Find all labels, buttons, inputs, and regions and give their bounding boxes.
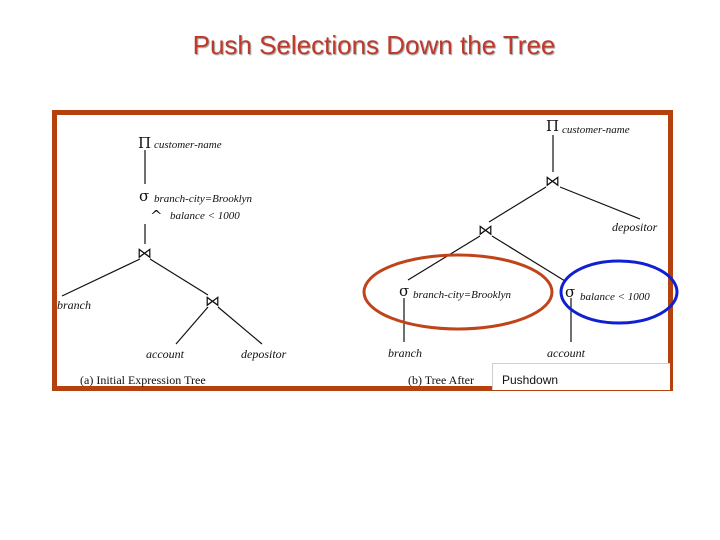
right-edge-join-depositor — [559, 186, 641, 220]
right-leaf-depositor: depositor — [612, 220, 658, 234]
left-edge-join-join2 — [149, 258, 209, 296]
right-leaf-branch: branch — [388, 346, 422, 360]
highlight-blue-ellipse — [559, 259, 679, 325]
left-project-attr: customer-name — [154, 139, 222, 151]
left-select-cond-1: branch-city=Brooklyn — [154, 193, 253, 205]
left-leaf-branch: branch — [57, 298, 91, 312]
right-project-attr: customer-name — [562, 124, 630, 136]
highlight-red-ellipse — [362, 253, 554, 331]
left-select-symbol: σ — [139, 187, 149, 205]
left-join-1-symbol: ⋈ — [137, 244, 152, 262]
right-edge-join2-select-balance — [491, 235, 566, 282]
left-caption: (a) Initial Expression Tree — [80, 373, 206, 387]
left-and-symbol: ^ — [150, 207, 163, 225]
right-select-branch-cond: branch-city=Brooklyn — [413, 289, 512, 301]
right-project-symbol: Π — [546, 117, 559, 135]
right-caption: (b) Tree After — [408, 373, 474, 387]
right-select-branch-symbol: σ — [399, 282, 409, 300]
left-join-2-symbol: ⋈ — [205, 292, 220, 310]
diagram-frame — [52, 110, 673, 391]
left-select-cond-2: balance < 1000 — [170, 210, 240, 222]
right-join-1-symbol: ⋈ — [545, 172, 560, 190]
right-join-2-symbol: ⋈ — [478, 221, 493, 239]
right-leaf-account: account — [547, 346, 586, 360]
slide-title: Push Selections Down the Tree — [192, 30, 556, 60]
pushdown-label-box — [492, 363, 670, 390]
pushdown-label: Pushdown — [502, 373, 559, 387]
right-edge-join-join2 — [488, 186, 547, 223]
right-select-balance-cond: balance < 1000 — [580, 291, 650, 303]
right-edge-join2-select-branch — [407, 235, 481, 281]
left-edge-join2-account — [175, 306, 209, 345]
left-leaf-account: account — [146, 347, 185, 361]
left-project-symbol: Π — [138, 134, 151, 152]
left-edge-join2-depositor — [217, 306, 263, 345]
right-select-balance-symbol: σ — [565, 283, 575, 301]
left-leaf-depositor: depositor — [241, 347, 287, 361]
left-edge-join-branch — [61, 258, 141, 297]
